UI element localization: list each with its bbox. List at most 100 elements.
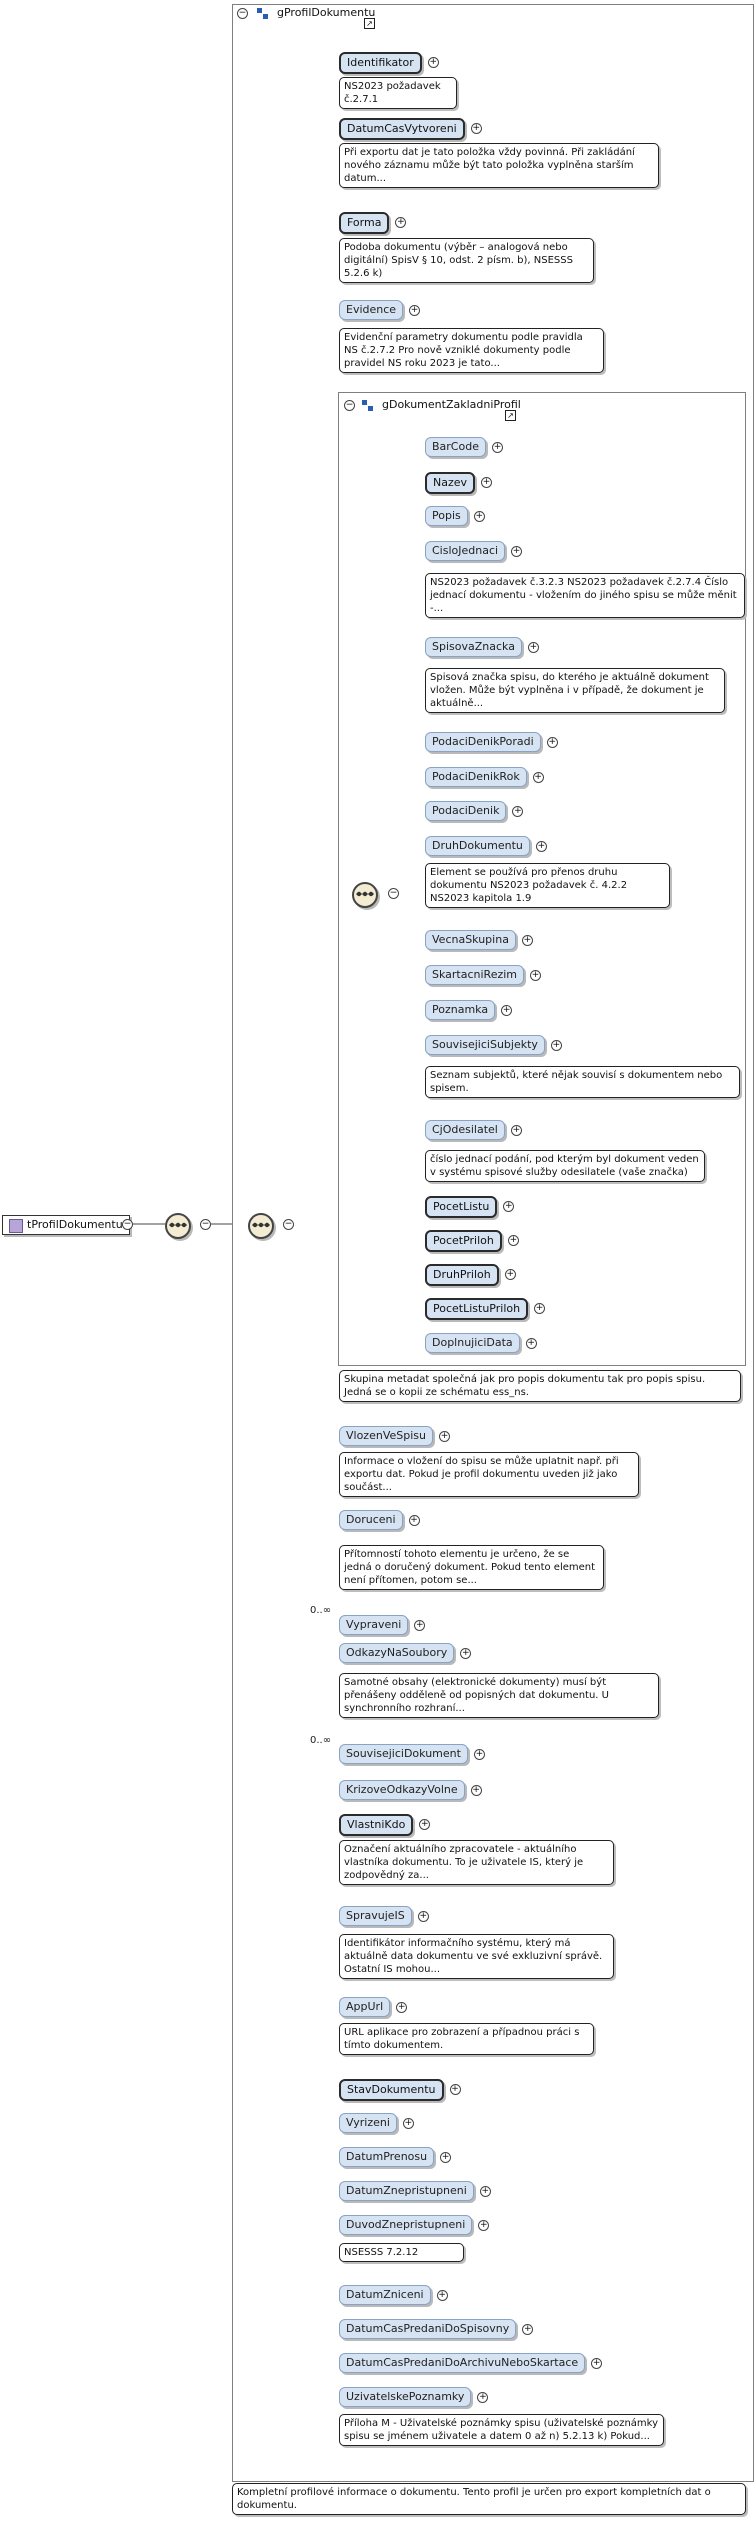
- element-krizove-odkazy-volne[interactable]: KrizoveOdkazyVolne: [339, 1780, 465, 1800]
- expand-doplnujici-data-icon[interactable]: +: [525, 1338, 537, 1349]
- sequence-icon[interactable]: [165, 1213, 191, 1239]
- expand-druh-dokumentu-icon[interactable]: +: [535, 841, 547, 852]
- expand-uzivatelske-poznamky-icon[interactable]: +: [477, 2392, 489, 2403]
- element-souvisejici-dokument[interactable]: SouvisejiciDokument: [339, 1744, 468, 1764]
- element-vypraveni[interactable]: Vypraveni: [339, 1615, 409, 1635]
- expand-podaci-denik-poradi-icon[interactable]: +: [546, 737, 558, 748]
- element-label: VlozenVeSpisu: [346, 1429, 426, 1442]
- inner-sequence-icon[interactable]: [352, 882, 378, 908]
- expand-app-url-icon[interactable]: +: [396, 2002, 408, 2013]
- expand-datum-cas-vytvoreni-icon[interactable]: +: [470, 123, 482, 134]
- expand-podaci-denik-icon[interactable]: +: [512, 806, 524, 817]
- element-pocet-priloh[interactable]: PocetPriloh: [425, 1230, 502, 1252]
- element-stav-dokumentu[interactable]: StavDokumentu: [339, 2079, 444, 2101]
- expand-vlastni-kdo-icon[interactable]: +: [419, 1819, 431, 1830]
- element-skartacni-rezim[interactable]: SkartacniRezim: [425, 965, 525, 985]
- expand-podaci-denik-rok-icon[interactable]: +: [532, 772, 544, 783]
- element-cislo-jednaci[interactable]: CisloJednaci: [425, 541, 506, 561]
- element-doplnujici-data[interactable]: DoplnujiciData: [425, 1333, 520, 1353]
- element-uzivatelske-poznamky[interactable]: UzivatelskePoznamky: [339, 2387, 472, 2407]
- element-odkazy-na-soubory[interactable]: OdkazyNaSoubory: [339, 1643, 455, 1663]
- element-doruceni[interactable]: Doruceni: [339, 1510, 403, 1530]
- element-druh-dokumentu[interactable]: DruhDokumentu: [425, 836, 530, 856]
- collapse-sequence-icon[interactable]: −: [200, 1219, 211, 1230]
- collapse-group-icon[interactable]: −: [237, 8, 248, 19]
- expand-vyrizeni-icon[interactable]: +: [402, 2118, 414, 2129]
- expand-datum-cas-predani-do-archivu-nebo-skartace-icon[interactable]: +: [591, 2358, 603, 2369]
- element-duvod-znepristupneni[interactable]: DuvodZnepristupneni: [339, 2215, 473, 2235]
- expand-cj-odesilatel-icon[interactable]: +: [510, 1125, 522, 1136]
- element-label: DatumZnepristupneni: [346, 2184, 467, 2197]
- element-label: SpisovaZnacka: [432, 640, 515, 653]
- expand-souvisejici-dokument-icon[interactable]: +: [473, 1749, 485, 1760]
- element-bar-code[interactable]: BarCode: [425, 437, 486, 457]
- element-druh-priloh[interactable]: DruhPriloh: [425, 1264, 499, 1286]
- reference-link-icon[interactable]: ↗: [364, 18, 375, 29]
- element-popis[interactable]: Popis: [425, 506, 468, 526]
- collapse-root-icon[interactable]: −: [122, 1219, 133, 1230]
- element-poznamka[interactable]: Poznamka: [425, 1000, 496, 1020]
- expand-duvod-znepristupneni-icon[interactable]: +: [478, 2220, 490, 2231]
- element-app-url[interactable]: AppUrl: [339, 1997, 391, 2017]
- element-forma[interactable]: Forma: [339, 212, 390, 234]
- element-pocet-listu[interactable]: PocetListu: [425, 1196, 498, 1218]
- expand-druh-priloh-icon[interactable]: +: [504, 1269, 516, 1280]
- expand-datum-znepristupneni-icon[interactable]: +: [479, 2186, 491, 2197]
- element-podaci-denik-rok[interactable]: PodaciDenikRok: [425, 767, 527, 787]
- element-podaci-denik-poradi[interactable]: PodaciDenikPoradi: [425, 732, 541, 752]
- element-identifikator[interactable]: Identifikator: [339, 52, 422, 74]
- expand-vypraveni-icon[interactable]: +: [414, 1620, 426, 1631]
- element-vlastni-kdo[interactable]: VlastniKdo: [339, 1814, 414, 1836]
- complex-type-icon: [9, 1219, 23, 1233]
- expand-spravuje-is-icon[interactable]: +: [417, 1911, 429, 1922]
- expand-datum-cas-predani-do-spisovny-icon[interactable]: +: [522, 2324, 534, 2335]
- expand-pocet-listu-priloh-icon[interactable]: +: [534, 1303, 546, 1314]
- expand-spisova-znacka-icon[interactable]: +: [527, 642, 539, 653]
- element-podaci-denik[interactable]: PodaciDenik: [425, 801, 507, 821]
- root-type[interactable]: tProfilDokumentu: [2, 1215, 130, 1235]
- expand-pocet-priloh-icon[interactable]: +: [507, 1235, 519, 1246]
- expand-popis-icon[interactable]: +: [473, 511, 485, 522]
- element-label: DatumPrenosu: [346, 2150, 428, 2163]
- expand-poznamka-icon[interactable]: +: [501, 1005, 513, 1016]
- element-vecna-skupina[interactable]: VecnaSkupina: [425, 930, 516, 950]
- expand-datum-zniceni-icon[interactable]: +: [436, 2290, 448, 2301]
- collapse-inner-sequence-icon[interactable]: −: [388, 888, 399, 899]
- expand-skartacni-rezim-icon[interactable]: +: [530, 970, 542, 981]
- element-souvisejici-subjekty[interactable]: SouvisejiciSubjekty: [425, 1035, 545, 1055]
- expand-doruceni-icon[interactable]: +: [408, 1515, 420, 1526]
- expand-forma-icon[interactable]: +: [395, 217, 407, 228]
- group-icon: [257, 8, 269, 20]
- element-spisova-znacka[interactable]: SpisovaZnacka: [425, 637, 522, 657]
- inner-reference-link-icon[interactable]: ↗: [505, 410, 516, 421]
- element-datum-zniceni[interactable]: DatumZniceni: [339, 2285, 431, 2305]
- expand-nazev-icon[interactable]: +: [481, 477, 493, 488]
- element-datum-prenosu[interactable]: DatumPrenosu: [339, 2147, 435, 2167]
- expand-datum-prenosu-icon[interactable]: +: [440, 2152, 452, 2163]
- element-spravuje-is[interactable]: SpravujeIS: [339, 1906, 412, 1926]
- element-datum-cas-predani-do-archivu-nebo-skartace[interactable]: DatumCasPredaniDoArchivuNeboSkartace: [339, 2353, 586, 2373]
- expand-vecna-skupina-icon[interactable]: +: [521, 935, 533, 946]
- expand-krizove-odkazy-volne-icon[interactable]: +: [470, 1785, 482, 1796]
- expand-cislo-jednaci-icon[interactable]: +: [511, 546, 523, 557]
- expand-evidence-icon[interactable]: +: [409, 305, 421, 316]
- expand-souvisejici-subjekty-icon[interactable]: +: [550, 1040, 562, 1051]
- expand-bar-code-icon[interactable]: +: [491, 442, 503, 453]
- element-datum-cas-predani-do-spisovny[interactable]: DatumCasPredaniDoSpisovny: [339, 2319, 517, 2339]
- element-datum-cas-vytvoreni[interactable]: DatumCasVytvoreni: [339, 118, 465, 140]
- element-nazev[interactable]: Nazev: [425, 472, 476, 494]
- element-datum-znepristupneni[interactable]: DatumZnepristupneni: [339, 2181, 474, 2201]
- expand-identifikator-icon[interactable]: +: [427, 57, 439, 68]
- element-vyrizeni[interactable]: Vyrizeni: [339, 2113, 397, 2133]
- expand-stav-dokumentu-icon[interactable]: +: [449, 2084, 461, 2095]
- sequence-icon-2[interactable]: [248, 1213, 274, 1239]
- element-cj-odesilatel[interactable]: CjOdesilatel: [425, 1120, 505, 1140]
- element-vlozen-ve-spisu[interactable]: VlozenVeSpisu: [339, 1426, 433, 1446]
- collapse-inner-group-icon[interactable]: −: [344, 400, 355, 411]
- expand-odkazy-na-soubory-icon[interactable]: +: [460, 1648, 472, 1659]
- collapse-sequence-icon-2[interactable]: −: [283, 1219, 294, 1230]
- element-evidence[interactable]: Evidence: [339, 300, 404, 320]
- element-pocet-listu-priloh[interactable]: PocetListuPriloh: [425, 1298, 529, 1320]
- expand-vlozen-ve-spisu-icon[interactable]: +: [439, 1431, 450, 1442]
- expand-pocet-listu-icon[interactable]: +: [503, 1201, 515, 1212]
